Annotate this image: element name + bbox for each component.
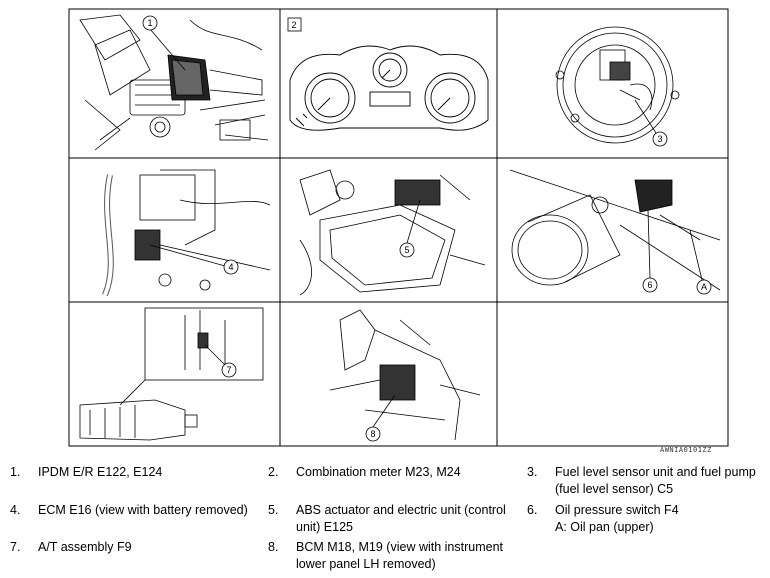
legend-item-abs-line-1: ABS actuator and electric unit (control bbox=[296, 503, 506, 517]
legend-item-ipdm: IPDM E/R E122, E124 bbox=[38, 465, 163, 479]
callout-label-1: 1 bbox=[147, 18, 152, 28]
callout-label-5: 5 bbox=[404, 245, 409, 255]
callout-1-leader bbox=[142, 15, 186, 71]
legend-item-fuel-level-sensor-line-1: Fuel level sensor unit and fuel pump bbox=[555, 465, 756, 479]
panel-fuel-level-sensor bbox=[555, 26, 680, 144]
legend-number: 4. bbox=[10, 503, 21, 517]
legend-item-at-assembly: A/T assembly F9 bbox=[38, 540, 132, 554]
legend-item-abs-line-2: unit) E125 bbox=[296, 520, 353, 534]
legend-number: 5. bbox=[268, 503, 279, 517]
legend-item-fuel-level-sensor-line-2: (fuel level sensor) C5 bbox=[555, 482, 674, 496]
callout-label-6: 6 bbox=[647, 280, 652, 290]
callout-2 bbox=[287, 17, 302, 32]
callout-label-3: 3 bbox=[657, 134, 662, 144]
legend-number: 2. bbox=[268, 465, 279, 479]
panel-bcm bbox=[329, 309, 481, 441]
legend-item-combination-meter: Combination meter M23, M24 bbox=[296, 465, 461, 479]
panel-combination-meter bbox=[289, 45, 489, 131]
callout-label-4: 4 bbox=[228, 262, 233, 272]
panel-ecm bbox=[102, 169, 271, 297]
legend-item-ecm: ECM E16 (view with battery removed) bbox=[38, 503, 248, 517]
callout-8-leader bbox=[365, 394, 396, 442]
grid-frame bbox=[68, 8, 729, 447]
callout-6-leader bbox=[642, 209, 658, 293]
legend-number: 3. bbox=[527, 465, 538, 479]
panel-at-assembly bbox=[79, 307, 264, 441]
legend-number: 1. bbox=[10, 465, 21, 479]
panel-ipdm-engine-bay bbox=[79, 14, 269, 151]
legend-item-bcm-line-2: lower panel LH removed) bbox=[296, 557, 436, 571]
legend-number: 6. bbox=[527, 503, 538, 517]
legend-item-oil-pan: A: Oil pan (upper) bbox=[555, 520, 654, 534]
figure-code: AWNIA0101ZZ bbox=[660, 446, 712, 454]
legend-number: 8. bbox=[268, 540, 279, 554]
legend-item-oil-pressure-switch: Oil pressure switch F4 bbox=[555, 503, 679, 517]
legend-number: 7. bbox=[10, 540, 21, 554]
callout-label-a: A bbox=[701, 282, 707, 292]
callout-label-8: 8 bbox=[370, 429, 375, 439]
panel-abs-actuator bbox=[299, 169, 486, 296]
callout-5-leader bbox=[399, 199, 421, 258]
callout-7-leader bbox=[204, 344, 237, 378]
callout-a-leader bbox=[689, 229, 712, 295]
panel-oil-pressure-switch bbox=[509, 169, 721, 291]
callout-3-leader bbox=[634, 99, 668, 147]
callout-label-2: 2 bbox=[291, 20, 296, 30]
callout-label-7: 7 bbox=[226, 365, 231, 375]
callout-4-leader bbox=[149, 244, 239, 275]
legend-item-bcm-line-1: BCM M18, M19 (view with instrument bbox=[296, 540, 504, 554]
